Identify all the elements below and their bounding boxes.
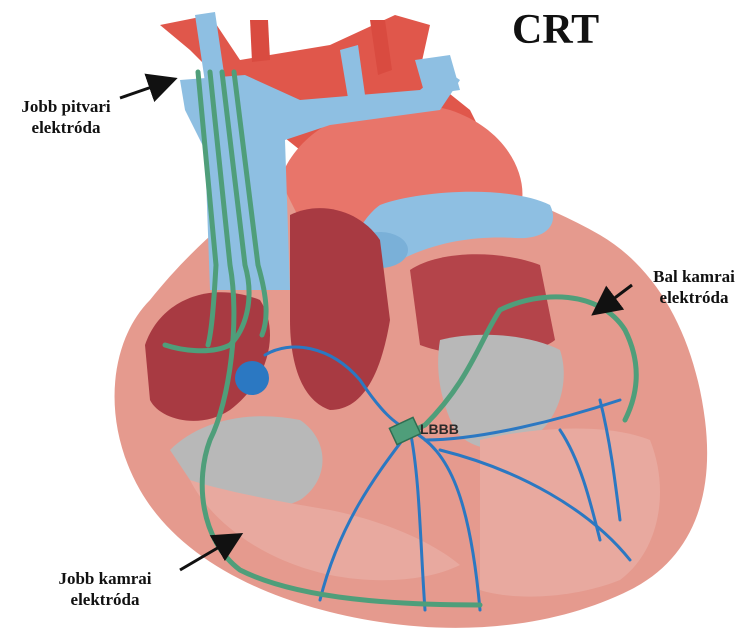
lbbb-marker: LBBB bbox=[420, 421, 459, 437]
sinus-node bbox=[235, 361, 269, 395]
label-right-atrial-lead: Jobb pitvari elektróda bbox=[6, 96, 126, 138]
label-right-ventricular-lead: Jobb kamrai elektróda bbox=[40, 568, 170, 610]
diagram-title: CRT bbox=[512, 6, 599, 54]
label-left-ventricular-lead: Bal kamrai elektróda bbox=[638, 266, 750, 308]
arrow-right-atrial bbox=[120, 80, 172, 98]
